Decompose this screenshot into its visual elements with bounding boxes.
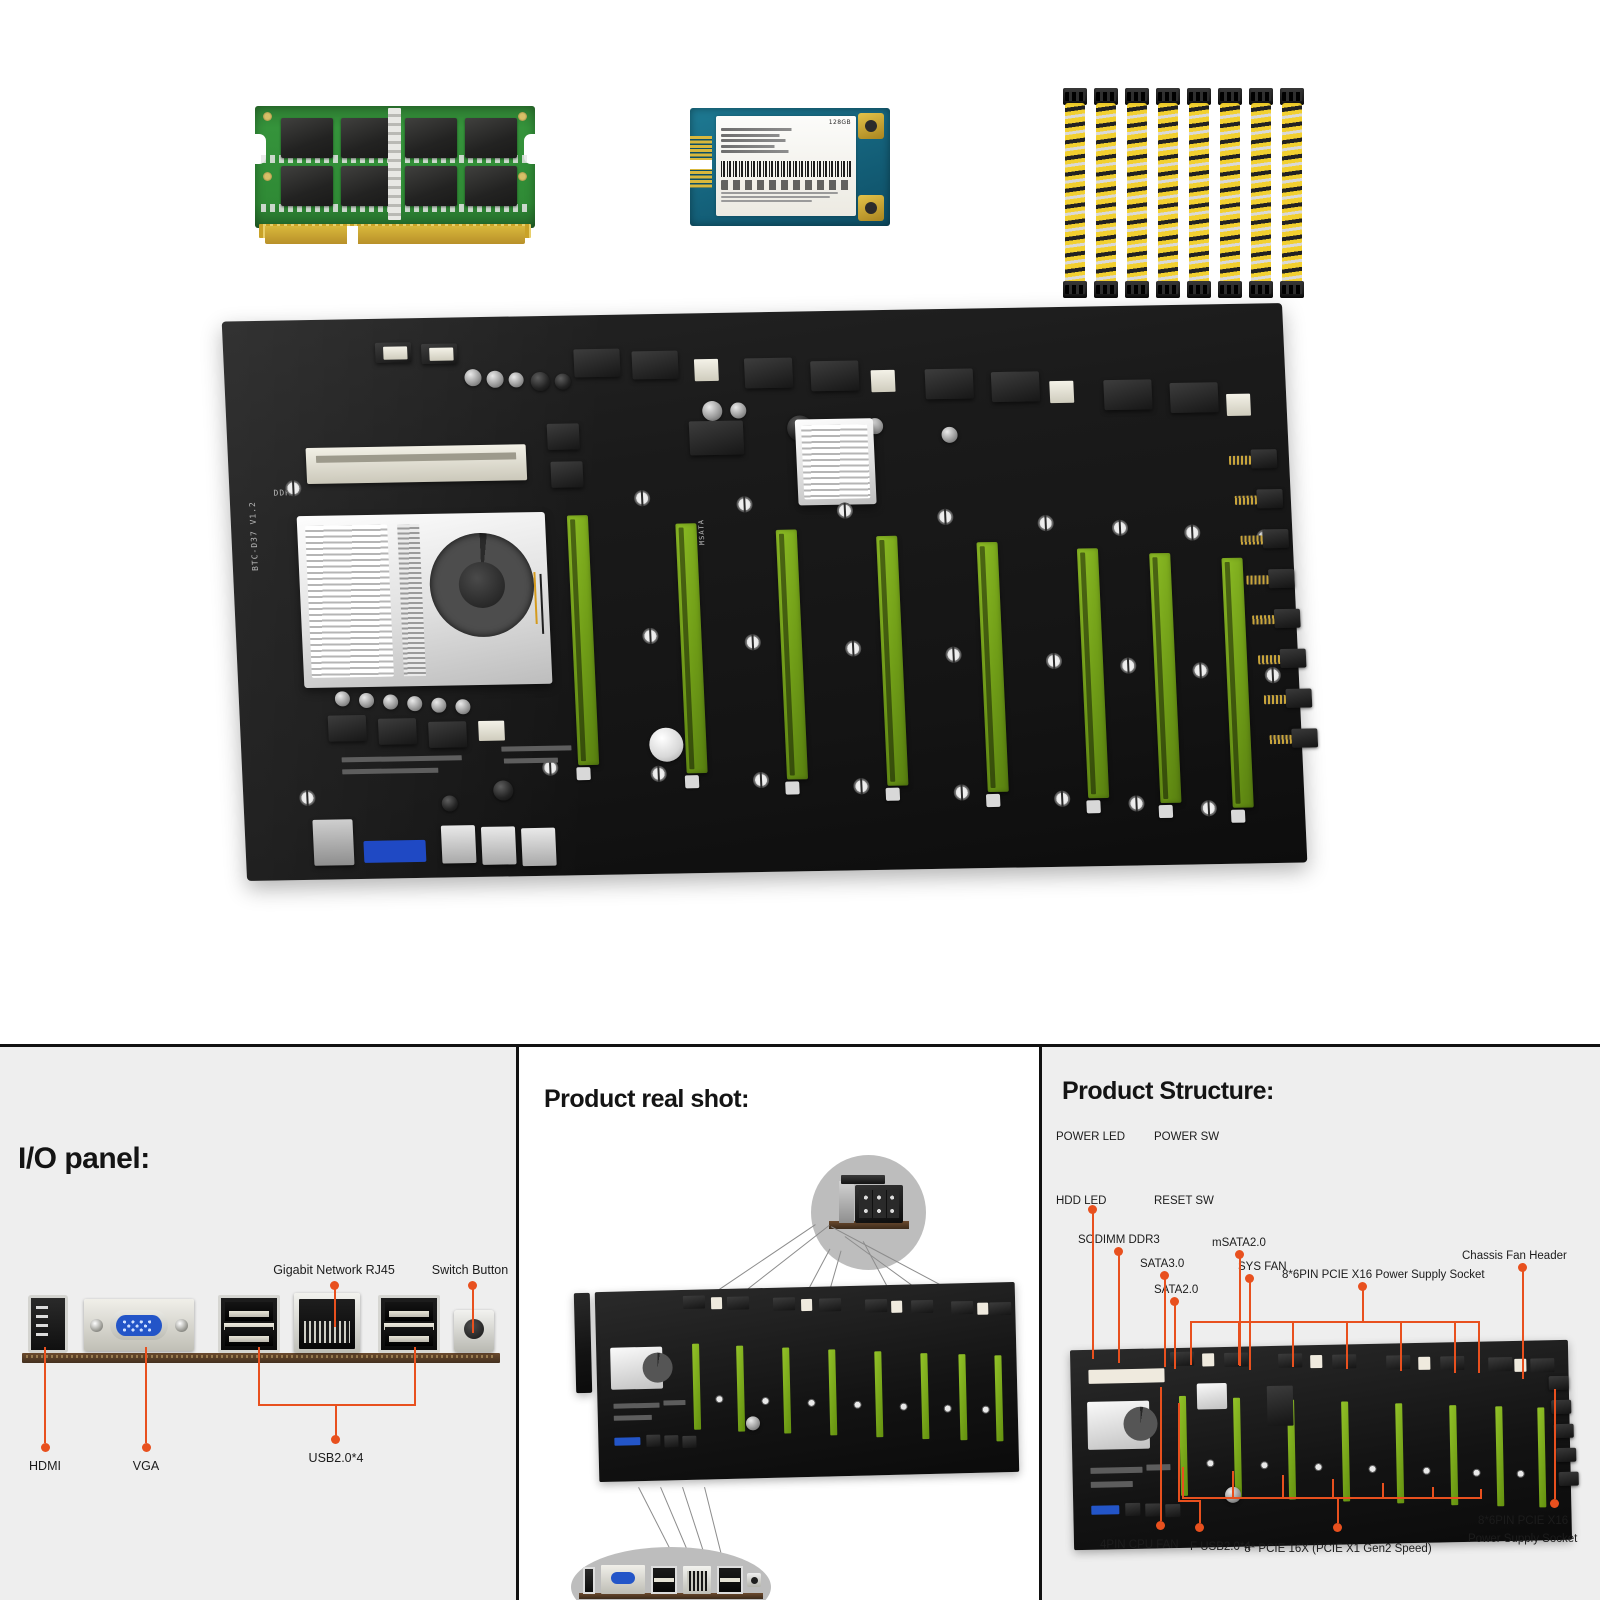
leader-fusb-h xyxy=(1178,1500,1200,1502)
label-pcie-slots: 8* PCIE 16X (PCIE X1 Gen2 Speed) xyxy=(1244,1543,1432,1555)
panel-realshot: Product real shot: xyxy=(516,1047,1042,1600)
leader-hdd-led xyxy=(1092,1209,1094,1359)
label-vga: VGA xyxy=(132,1459,160,1473)
leader-ps-4 xyxy=(1332,1479,1334,1497)
info-panels-row: I/O panel: Gigabit Network RJ4 xyxy=(0,1044,1600,1600)
panel-io: I/O panel: Gigabit Network RJ4 xyxy=(0,1047,516,1600)
leader-cpu-fan xyxy=(1160,1387,1162,1521)
leader-pcie-power-bus xyxy=(1190,1321,1480,1323)
label-power-led: POWER LED xyxy=(1056,1131,1126,1143)
leader-usb-bridge xyxy=(258,1404,416,1406)
hdmi-port xyxy=(28,1295,68,1353)
leader-vga xyxy=(145,1347,147,1443)
label-pcie-power-right-2: Power Supply Socket xyxy=(1468,1533,1578,1545)
motherboard-main-photo: BTC-D37 V1.2 DDR MSATA xyxy=(221,303,1319,946)
silkscreen-msata: MSATA xyxy=(697,519,707,546)
structure-title: Product Structure: xyxy=(1062,1077,1274,1105)
leader-sata3 xyxy=(1164,1275,1166,1367)
leader-pcie-power-right xyxy=(1554,1389,1556,1499)
label-sata3: SATA3.0 xyxy=(1140,1258,1185,1270)
label-usb: USB2.0*4 xyxy=(308,1451,364,1465)
leader-pcie-power-stem xyxy=(1362,1286,1364,1322)
sodimm-ddr3-module xyxy=(254,100,536,244)
leader-pcie-slots-bus xyxy=(1182,1497,1482,1499)
hero-product-photo: 128GB BTC-D37 V1.2 DDR MSATA xyxy=(0,0,1600,1040)
label-fusb: F USB2.0*4 xyxy=(1190,1541,1251,1553)
dot-pcie-slots xyxy=(1333,1523,1342,1532)
dot-hdmi xyxy=(41,1443,50,1452)
leader-pp-1 xyxy=(1190,1321,1192,1365)
leader-pp-6 xyxy=(1454,1321,1456,1373)
dot-fusb xyxy=(1195,1523,1204,1532)
leader-sata2 xyxy=(1174,1301,1176,1369)
leader-rj45 xyxy=(334,1285,336,1327)
label-power-sw: POWER SW xyxy=(1154,1131,1220,1143)
magnifier-io-panel xyxy=(571,1547,771,1600)
realshot-title: Product real shot: xyxy=(544,1085,749,1113)
label-msata: mSATA2.0 xyxy=(1212,1237,1266,1249)
leader-sodimm xyxy=(1118,1251,1120,1363)
leader-usb-left xyxy=(258,1347,260,1405)
realshot-board xyxy=(594,1281,1020,1483)
leader-ps-7 xyxy=(1480,1489,1482,1497)
panel-structure: Product Structure: POWER LED POWER SW HD… xyxy=(1042,1047,1600,1600)
label-hdd-led: HDD LED xyxy=(1056,1195,1107,1207)
dot-usb xyxy=(331,1435,340,1444)
dot-vga xyxy=(142,1443,151,1452)
label-chassis-fan: Chassis Fan Header xyxy=(1462,1250,1567,1262)
label-rj45: Gigabit Network RJ45 xyxy=(273,1263,395,1277)
leader-pp-2 xyxy=(1238,1321,1240,1365)
io-panel-title: I/O panel: xyxy=(18,1142,150,1175)
leader-usb-right xyxy=(414,1347,416,1405)
leader-ps-1 xyxy=(1182,1467,1184,1497)
usb-port-stack-2 xyxy=(378,1295,440,1353)
pcie-power-cable-bundle xyxy=(1062,88,1312,298)
label-sodimm: SODIMM DDR3 xyxy=(1078,1234,1160,1246)
label-pcie-power-right-1: 8*6PIN PCIE X16 xyxy=(1478,1515,1569,1527)
label-pcie-power-top: 8*6PIN PCIE X16 Power Supply Socket xyxy=(1282,1269,1485,1281)
leader-hdmi xyxy=(44,1347,46,1443)
leader-pp-4 xyxy=(1346,1321,1348,1369)
label-switch: Switch Button xyxy=(431,1263,509,1277)
rj45-port xyxy=(294,1293,360,1353)
leader-fusb-v xyxy=(1178,1403,1180,1501)
msata-capacity-text: 128GB xyxy=(828,119,851,126)
dot-pcie-power-right xyxy=(1550,1499,1559,1508)
dot-cpu-fan xyxy=(1156,1521,1165,1530)
label-cpu-fan: 4PIN CPU FAN xyxy=(1100,1539,1179,1551)
leader-chassis-fan xyxy=(1522,1267,1524,1379)
leader-ps-2 xyxy=(1232,1471,1234,1497)
leader-msata xyxy=(1239,1254,1241,1366)
label-reset-sw: RESET SW xyxy=(1154,1195,1214,1207)
realshot-io-shield xyxy=(573,1292,593,1394)
leader-switch xyxy=(472,1285,474,1333)
power-switch-button xyxy=(454,1310,494,1352)
leader-fusb-stem xyxy=(1199,1500,1201,1523)
leader-ps-3 xyxy=(1282,1475,1284,1497)
leader-pp-7 xyxy=(1478,1321,1480,1373)
vga-port xyxy=(84,1299,194,1351)
usb-port-stack-1 xyxy=(218,1295,280,1353)
leader-pp-5 xyxy=(1400,1321,1402,1371)
leader-ps-5 xyxy=(1382,1483,1384,1497)
label-hdmi: HDMI xyxy=(29,1459,61,1473)
label-sata2: SATA2.0 xyxy=(1154,1284,1199,1296)
io-panel-illustration xyxy=(22,1287,500,1363)
leader-ps-6 xyxy=(1432,1487,1434,1497)
leader-pcie-slots-stem xyxy=(1337,1497,1339,1523)
leader-sysfan xyxy=(1249,1278,1251,1370)
msata-ssd-module: 128GB xyxy=(690,108,890,226)
leader-pp-3 xyxy=(1292,1321,1294,1367)
leader-usb-stem xyxy=(335,1404,337,1436)
label-sysfan: SYS FAN xyxy=(1238,1261,1287,1273)
